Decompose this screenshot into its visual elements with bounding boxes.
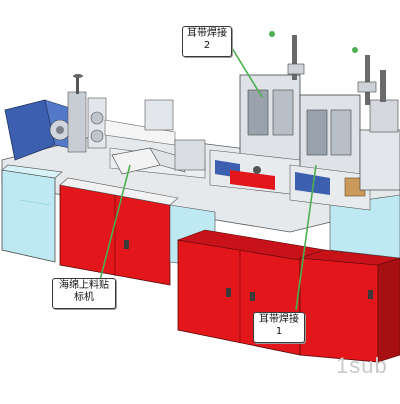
label-ear-weld-2-line2: 2 (203, 40, 211, 51)
label-ear-weld-1-line2: 1 (275, 326, 283, 337)
right-glass-guard (329, 194, 400, 259)
welding-station-1 (269, 31, 377, 211)
welding-station-2 (209, 35, 305, 196)
label-sponge-line1: 海绵上料贴 (59, 280, 109, 291)
watermark: 1sub (336, 353, 388, 378)
right-end-unit (359, 70, 400, 191)
sponge-station (111, 99, 206, 175)
label-ear-weld-1-line1: 耳带焊接 (259, 314, 299, 325)
callout-leaders (99, 47, 317, 311)
label-sponge-labeler: 海绵上料贴 标机 (52, 278, 116, 309)
label-ear-weld-2: 耳带焊接 2 (182, 26, 232, 57)
red-cabinet-right (299, 257, 379, 363)
leader-ear-weld-1 (295, 164, 317, 311)
leader-ear-weld-2 (231, 47, 263, 98)
label-ear-weld-2-line1: 耳带焊接 (187, 28, 227, 39)
left-glass-tank (1, 169, 56, 263)
label-ear-weld-1: 耳带焊接 1 (253, 312, 305, 343)
label-sponge-line2: 标机 (74, 292, 94, 303)
leader-sponge (99, 164, 131, 281)
blue-unwind-unit (4, 74, 87, 161)
